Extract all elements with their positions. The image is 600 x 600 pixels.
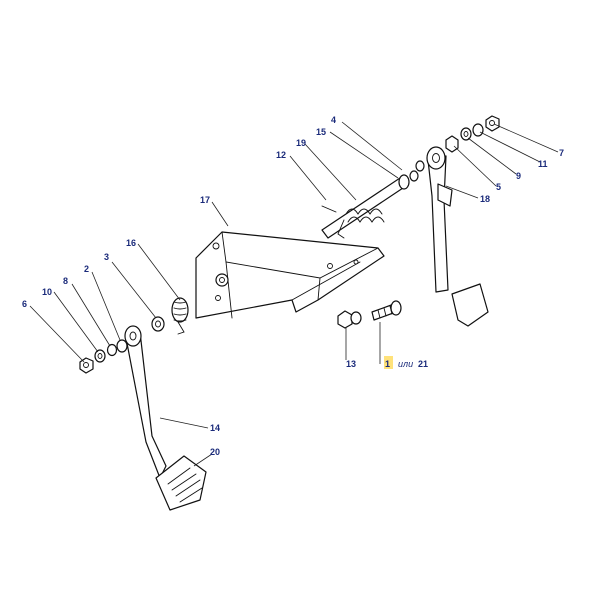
callout-15: 15 (316, 127, 326, 137)
highlight-item-1 (384, 356, 393, 369)
brake-pedal-arm (426, 146, 453, 293)
callout-9: 9 (516, 171, 521, 181)
callout-20: 20 (210, 447, 220, 457)
adjusting-bolt (371, 300, 402, 321)
callout-1: 1 (385, 359, 390, 369)
callout-labels: 4 15 19 12 17 16 3 2 8 10 6 14 20 7 11 9… (22, 115, 564, 457)
callout-16: 16 (126, 238, 136, 248)
return-spring-left (171, 297, 189, 335)
callout-2: 2 (84, 264, 89, 274)
pedal-bracket (195, 231, 385, 319)
callout-11: 11 (538, 159, 548, 169)
callout-12: 12 (276, 150, 286, 160)
callout-18: 18 (480, 194, 490, 204)
callout-8: 8 (63, 276, 68, 286)
clutch-pedal-arm (124, 325, 167, 479)
pedal-pad-left (155, 455, 207, 511)
callout-19: 19 (296, 138, 306, 148)
leader-lines (29, 121, 559, 467)
callout-10: 10 (42, 287, 52, 297)
callout-or-word: или (398, 359, 413, 369)
callout-3: 3 (104, 252, 109, 262)
callout-21: 21 (418, 359, 428, 369)
callout-5: 5 (496, 182, 501, 192)
callout-7: 7 (559, 148, 564, 158)
return-spring-right (337, 208, 385, 239)
callout-13: 13 (346, 359, 356, 369)
callout-14: 14 (210, 423, 220, 433)
callout-17: 17 (200, 195, 210, 205)
pin-12 (321, 205, 337, 213)
right-hardware (415, 115, 500, 172)
pedal-pad-right (451, 283, 489, 327)
callout-6: 6 (22, 299, 27, 309)
pivot-shaft (321, 170, 419, 239)
left-hardware (79, 316, 165, 374)
nut-13 (337, 310, 362, 329)
callout-4: 4 (331, 115, 336, 125)
